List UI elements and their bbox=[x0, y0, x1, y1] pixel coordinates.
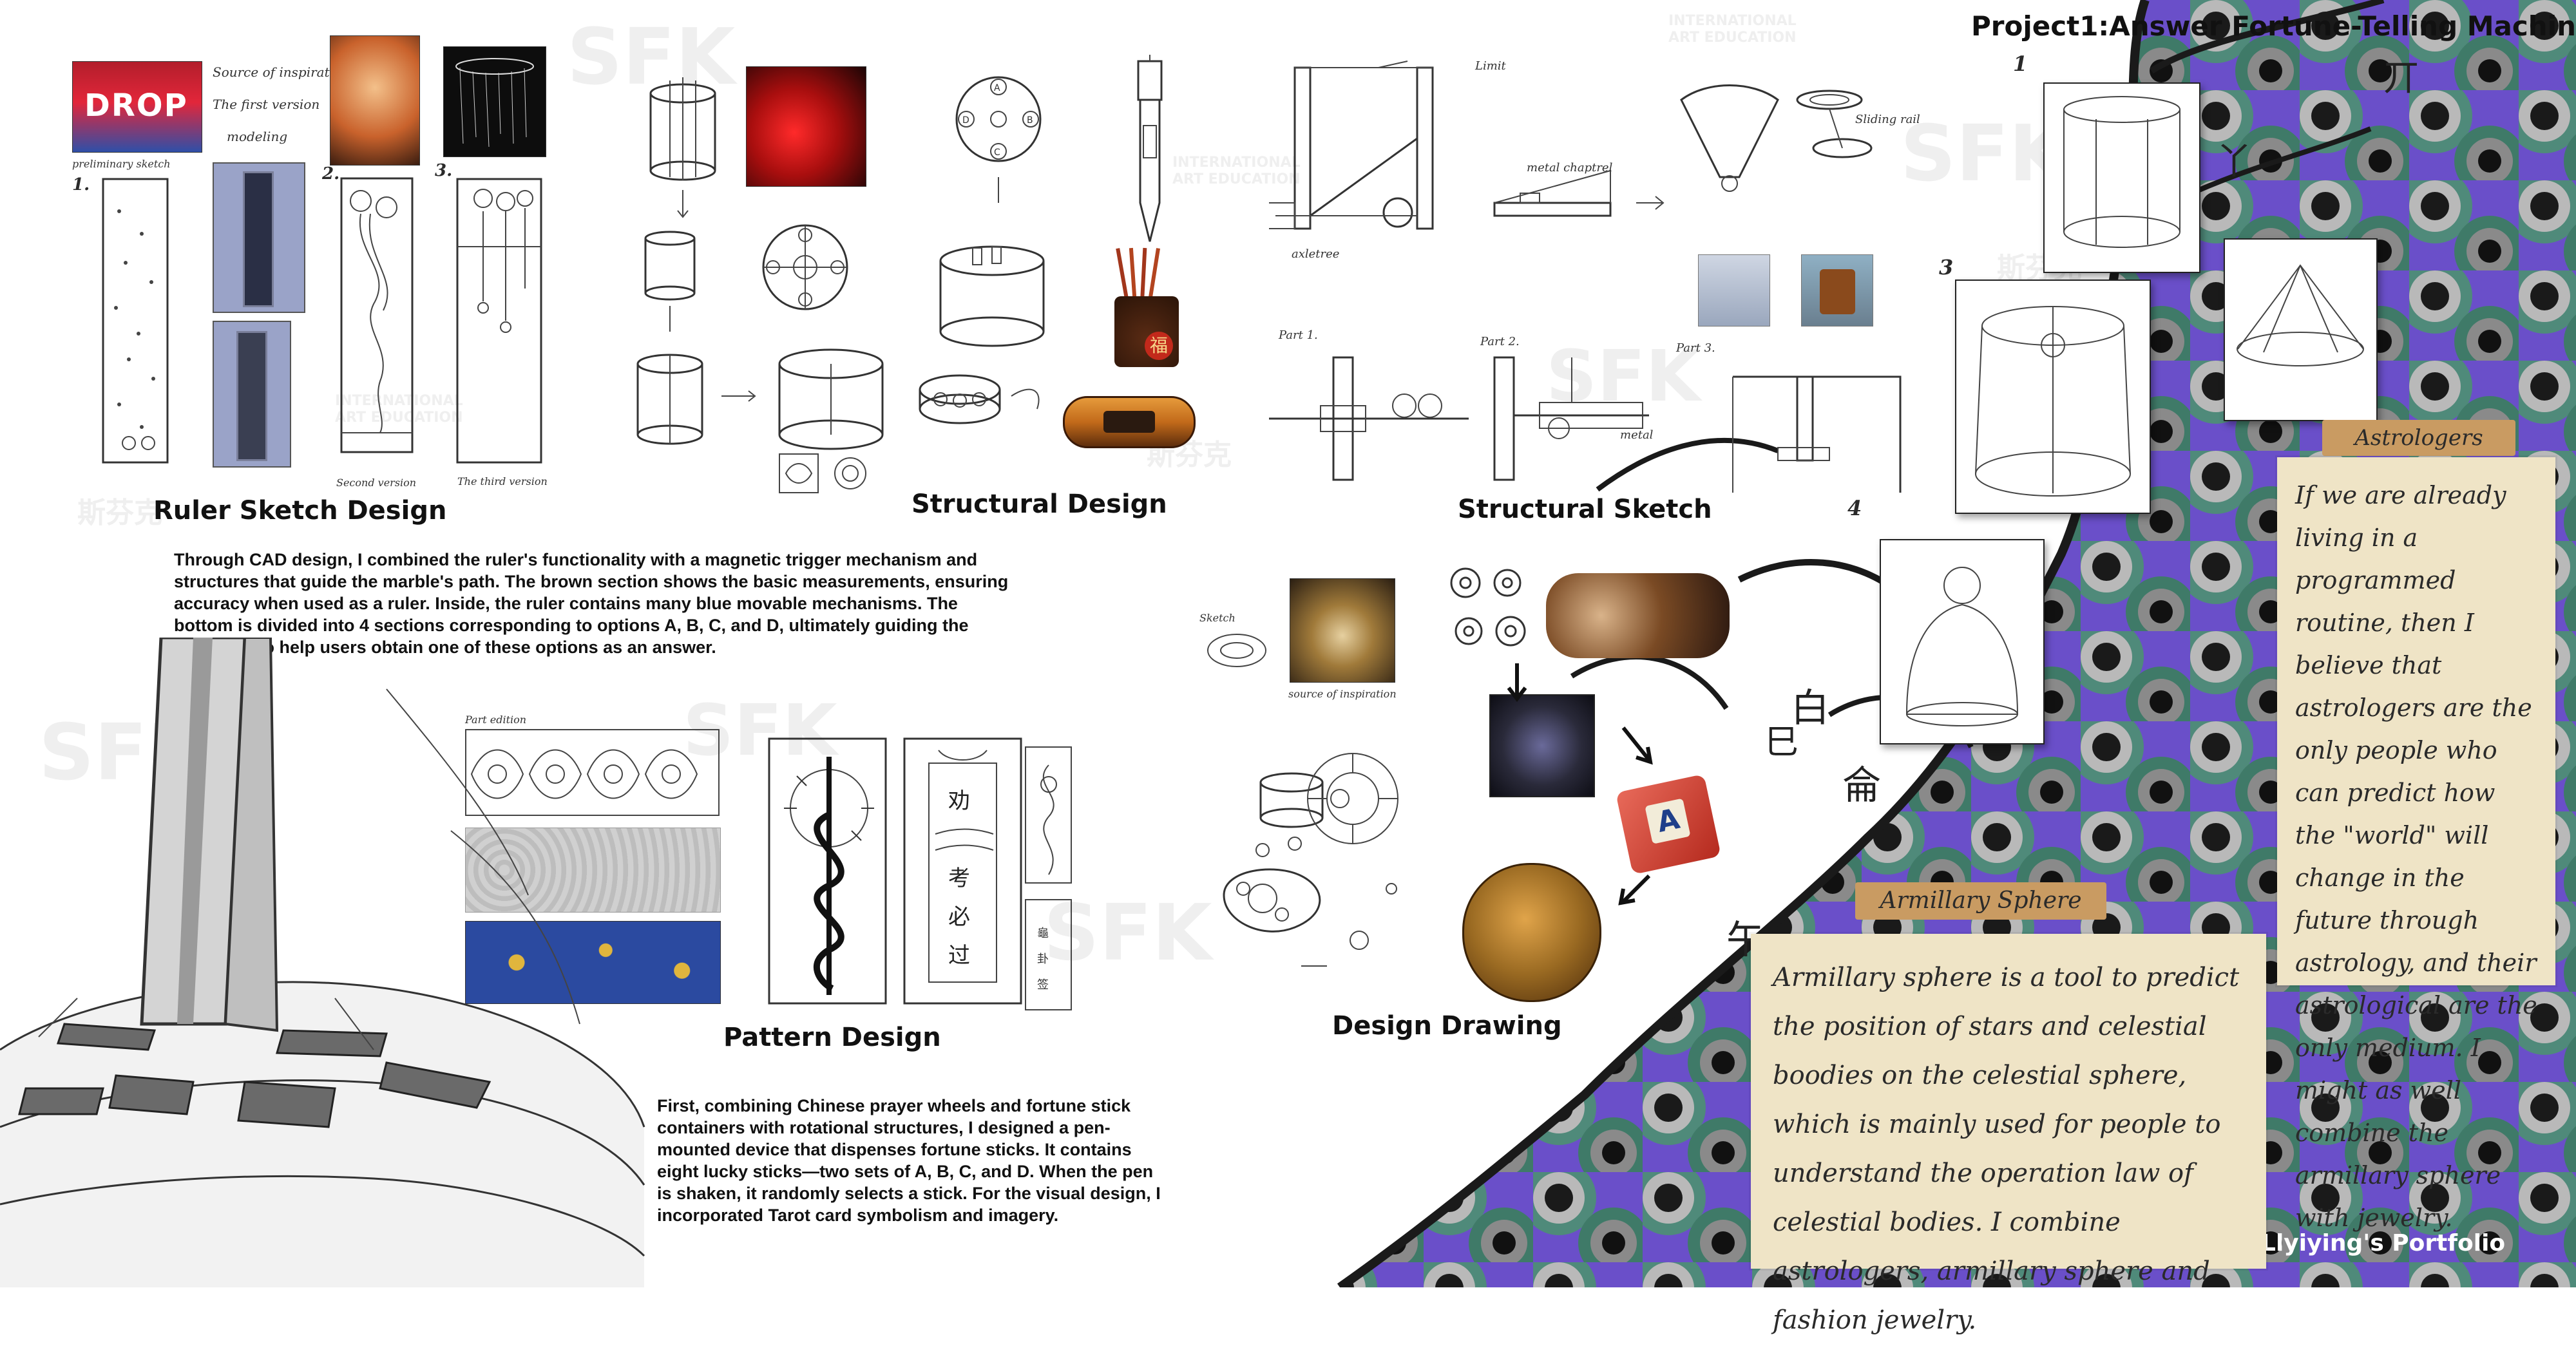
svg-text:侖: 侖 bbox=[1842, 763, 1881, 808]
watch-mechanism-image bbox=[1546, 573, 1730, 658]
sketch-number-3: 3 bbox=[1939, 255, 1954, 279]
prayer-wheel-description: First, combining Chinese prayer wheels a… bbox=[657, 1096, 1161, 1225]
sketch-number-1: 1 bbox=[2013, 52, 2028, 76]
svg-text:B: B bbox=[1027, 115, 1033, 126]
note-preliminary-sketch: preliminary sketch bbox=[72, 158, 171, 170]
svg-text:白: 白 bbox=[1791, 686, 1829, 731]
note-part-edition: Part edition bbox=[465, 714, 527, 726]
note-source-of-inspiration: source of inspiration bbox=[1288, 688, 1397, 700]
note-third-version: The third version bbox=[457, 475, 548, 488]
ruler-model-image-2 bbox=[213, 321, 291, 468]
note-sliding-rail: Sliding rail bbox=[1855, 113, 1920, 126]
pen-ring-image bbox=[1063, 396, 1196, 448]
gear-icons bbox=[1450, 567, 1526, 647]
note-metal: metal bbox=[1620, 428, 1654, 442]
mechanism-render-2 bbox=[1801, 254, 1873, 327]
note-limit: Limit bbox=[1475, 59, 1506, 73]
svg-text:巳: 巳 bbox=[1765, 723, 1798, 762]
astrologers-label: Astrologers bbox=[2322, 420, 2515, 456]
red-threads-image bbox=[746, 66, 866, 187]
svg-text:劝: 劝 bbox=[948, 788, 970, 814]
prayer-wheel-sketches: A B C D bbox=[636, 76, 1045, 493]
note-first-version: The first version bbox=[213, 97, 320, 112]
astrologers-note: If we are already living in a programmed… bbox=[2277, 457, 2555, 1232]
sketch-number-4: 4 bbox=[1847, 496, 1862, 520]
svg-text:考: 考 bbox=[948, 866, 970, 891]
version-3-label: 3. bbox=[435, 161, 453, 180]
note-source-inspiration: Source of inspiration bbox=[213, 64, 350, 80]
bronze-medallion-image bbox=[1462, 863, 1601, 1002]
watermark-cn: 斯芬克 bbox=[77, 497, 162, 529]
tarot-flower-vignette bbox=[1025, 746, 1072, 884]
svg-text:龜: 龜 bbox=[1037, 927, 1049, 940]
tarot-card-serpent bbox=[768, 737, 887, 1005]
banner-letters: DROP bbox=[84, 88, 188, 124]
armillary-sphere-label: Armillary Sphere bbox=[1855, 882, 2106, 920]
tarot-card-stick: 劝 考 必 过 bbox=[903, 737, 1022, 1005]
armillary-watch-image bbox=[1489, 694, 1595, 797]
version-1-label: 1. bbox=[72, 175, 90, 194]
structural-mechanism-sketches bbox=[1269, 61, 1902, 493]
ruler-model-image-1 bbox=[213, 162, 305, 313]
note-sketch: Sketch bbox=[1199, 612, 1236, 624]
pattern-design-title: Pattern Design bbox=[723, 1023, 941, 1052]
svg-text:签: 签 bbox=[1037, 978, 1049, 992]
tarot-small-text-card: 龜 卦 签 bbox=[1025, 899, 1072, 1010]
armillary-inspiration-image bbox=[1290, 578, 1395, 683]
ruler-sketch-2 bbox=[340, 177, 414, 453]
project-title: Project1:Answer Fortune-Telling Machine bbox=[1971, 10, 2576, 42]
armillary-sketch-card-3 bbox=[1955, 279, 2151, 514]
svg-text:A: A bbox=[994, 83, 1000, 93]
fortune-char-icon: 福 bbox=[1145, 332, 1173, 360]
mechanism-render-1 bbox=[1698, 254, 1770, 327]
note-second-version: Second version bbox=[336, 477, 417, 489]
svg-text:必: 必 bbox=[948, 904, 970, 930]
note-metal-chaptrel: metal chaptrel bbox=[1527, 161, 1613, 175]
ruler-sketch-1 bbox=[102, 178, 169, 464]
svg-text:D: D bbox=[962, 115, 969, 126]
note-axletree: axletree bbox=[1292, 247, 1340, 261]
ornament-pattern-sketch bbox=[465, 729, 720, 816]
svg-text:卦: 卦 bbox=[1037, 952, 1049, 966]
armillary-dome-sketch bbox=[1975, 306, 2131, 497]
inspiration-banner-image: DROP bbox=[72, 61, 202, 153]
pillar-disc-sketch bbox=[0, 638, 645, 1287]
ruler-sketch-title: Ruler Sketch Design bbox=[153, 496, 447, 526]
blue-star-pattern bbox=[465, 921, 721, 1004]
structural-sketch-title: Structural Sketch bbox=[1458, 495, 1712, 524]
hanging-structure-image bbox=[443, 46, 546, 157]
armillary-sphere-note: Armillary sphere is a tool to predict th… bbox=[1751, 934, 2266, 1335]
svg-text:丌: 丌 bbox=[2383, 57, 2419, 99]
svg-text:过: 过 bbox=[948, 943, 970, 969]
structural-design-title: Structural Design bbox=[911, 489, 1167, 519]
grey-gear-pattern bbox=[465, 828, 721, 913]
svg-text:C: C bbox=[994, 147, 1000, 158]
note-part-2: Part 2. bbox=[1480, 335, 1520, 348]
ruler-sketch-3 bbox=[456, 178, 542, 464]
fortune-stick-container-image: 福 bbox=[1103, 247, 1187, 370]
zodiac-disk-sketch bbox=[1307, 753, 1398, 844]
design-arrows bbox=[1507, 663, 1653, 905]
hanging-strings-icon bbox=[455, 58, 534, 147]
armillary-sketch-card-1 bbox=[2043, 82, 2200, 273]
armillary-bell-sketch bbox=[1905, 567, 2019, 726]
svg-text:丫: 丫 bbox=[2216, 141, 2252, 183]
version-2-label: 2. bbox=[322, 164, 340, 184]
note-part-3: Part 3. bbox=[1676, 341, 1715, 355]
pinball-inspiration-image bbox=[330, 35, 420, 166]
armillary-umbrella-sketch bbox=[2237, 264, 2364, 366]
design-drawing-title: Design Drawing bbox=[1332, 1011, 1562, 1041]
watermark: SFK bbox=[1900, 109, 2069, 199]
note-modeling: modeling bbox=[227, 129, 288, 144]
portfolio-credit: Llyiying's Portfolio bbox=[2261, 1230, 2506, 1256]
armillary-sketch-card-4 bbox=[1880, 539, 2045, 744]
armillary-sketch-card-5 bbox=[2224, 238, 2378, 421]
armillary-cage-sketch bbox=[2063, 96, 2180, 248]
note-part-1: Part 1. bbox=[1279, 328, 1318, 342]
pen-sketch bbox=[1137, 55, 1163, 242]
